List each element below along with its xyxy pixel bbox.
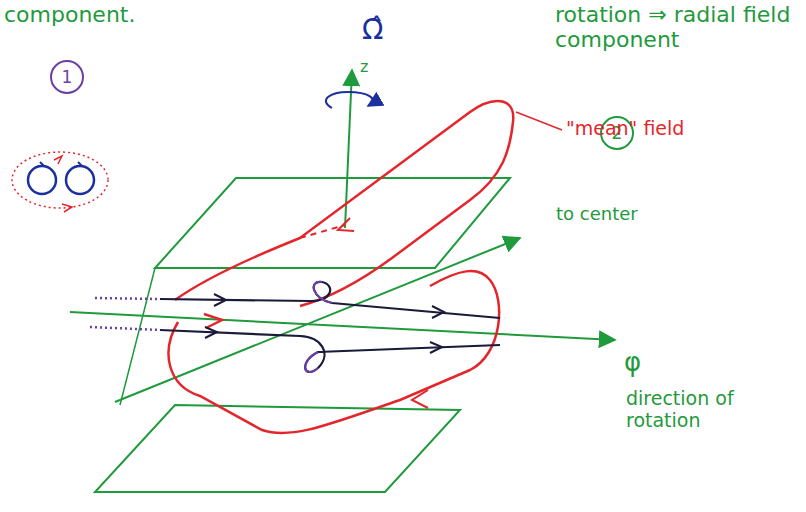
callout-number: 1 [50,60,84,94]
field-arrowhead [430,342,442,353]
field-arrowhead [338,218,354,231]
field-arrowhead [432,306,444,318]
field-line [95,298,160,299]
field-line [160,282,500,318]
field-arrowhead [214,294,226,306]
eddy-arrowhead [38,162,44,166]
eddy-arrowhead [76,162,82,166]
note-text: component. [4,2,135,27]
field-line [160,330,500,372]
note-text: rotation ⇒ radial field component [555,2,795,53]
rotation-vector: Ω̂ [362,14,383,46]
field-line [90,327,160,330]
twist-loop [314,282,332,303]
axis-label: z [360,58,368,76]
phi-axis [70,312,615,340]
axis-label: φ [624,348,641,378]
mean-field-loop [175,101,513,306]
cell-boundary [12,152,108,208]
rotation-arrow [326,92,373,108]
field-arrowhead [205,327,217,338]
field-arrowhead [204,314,222,328]
axis-label: direction of rotation [626,388,766,432]
leader-line [516,112,562,130]
lower-plane [95,405,460,492]
eddy-circle [66,166,94,194]
plane-edge [120,268,155,405]
axis-label: to center [556,204,638,225]
field-label: "mean" field [566,118,684,140]
twist-loop [305,352,318,372]
cell-arrowhead [62,204,72,212]
field-arrowhead [412,390,428,408]
eddy-circle [28,166,56,194]
upper-plane [155,178,510,268]
hidden-field-segment [300,225,345,238]
cell-arrowhead [54,156,62,164]
